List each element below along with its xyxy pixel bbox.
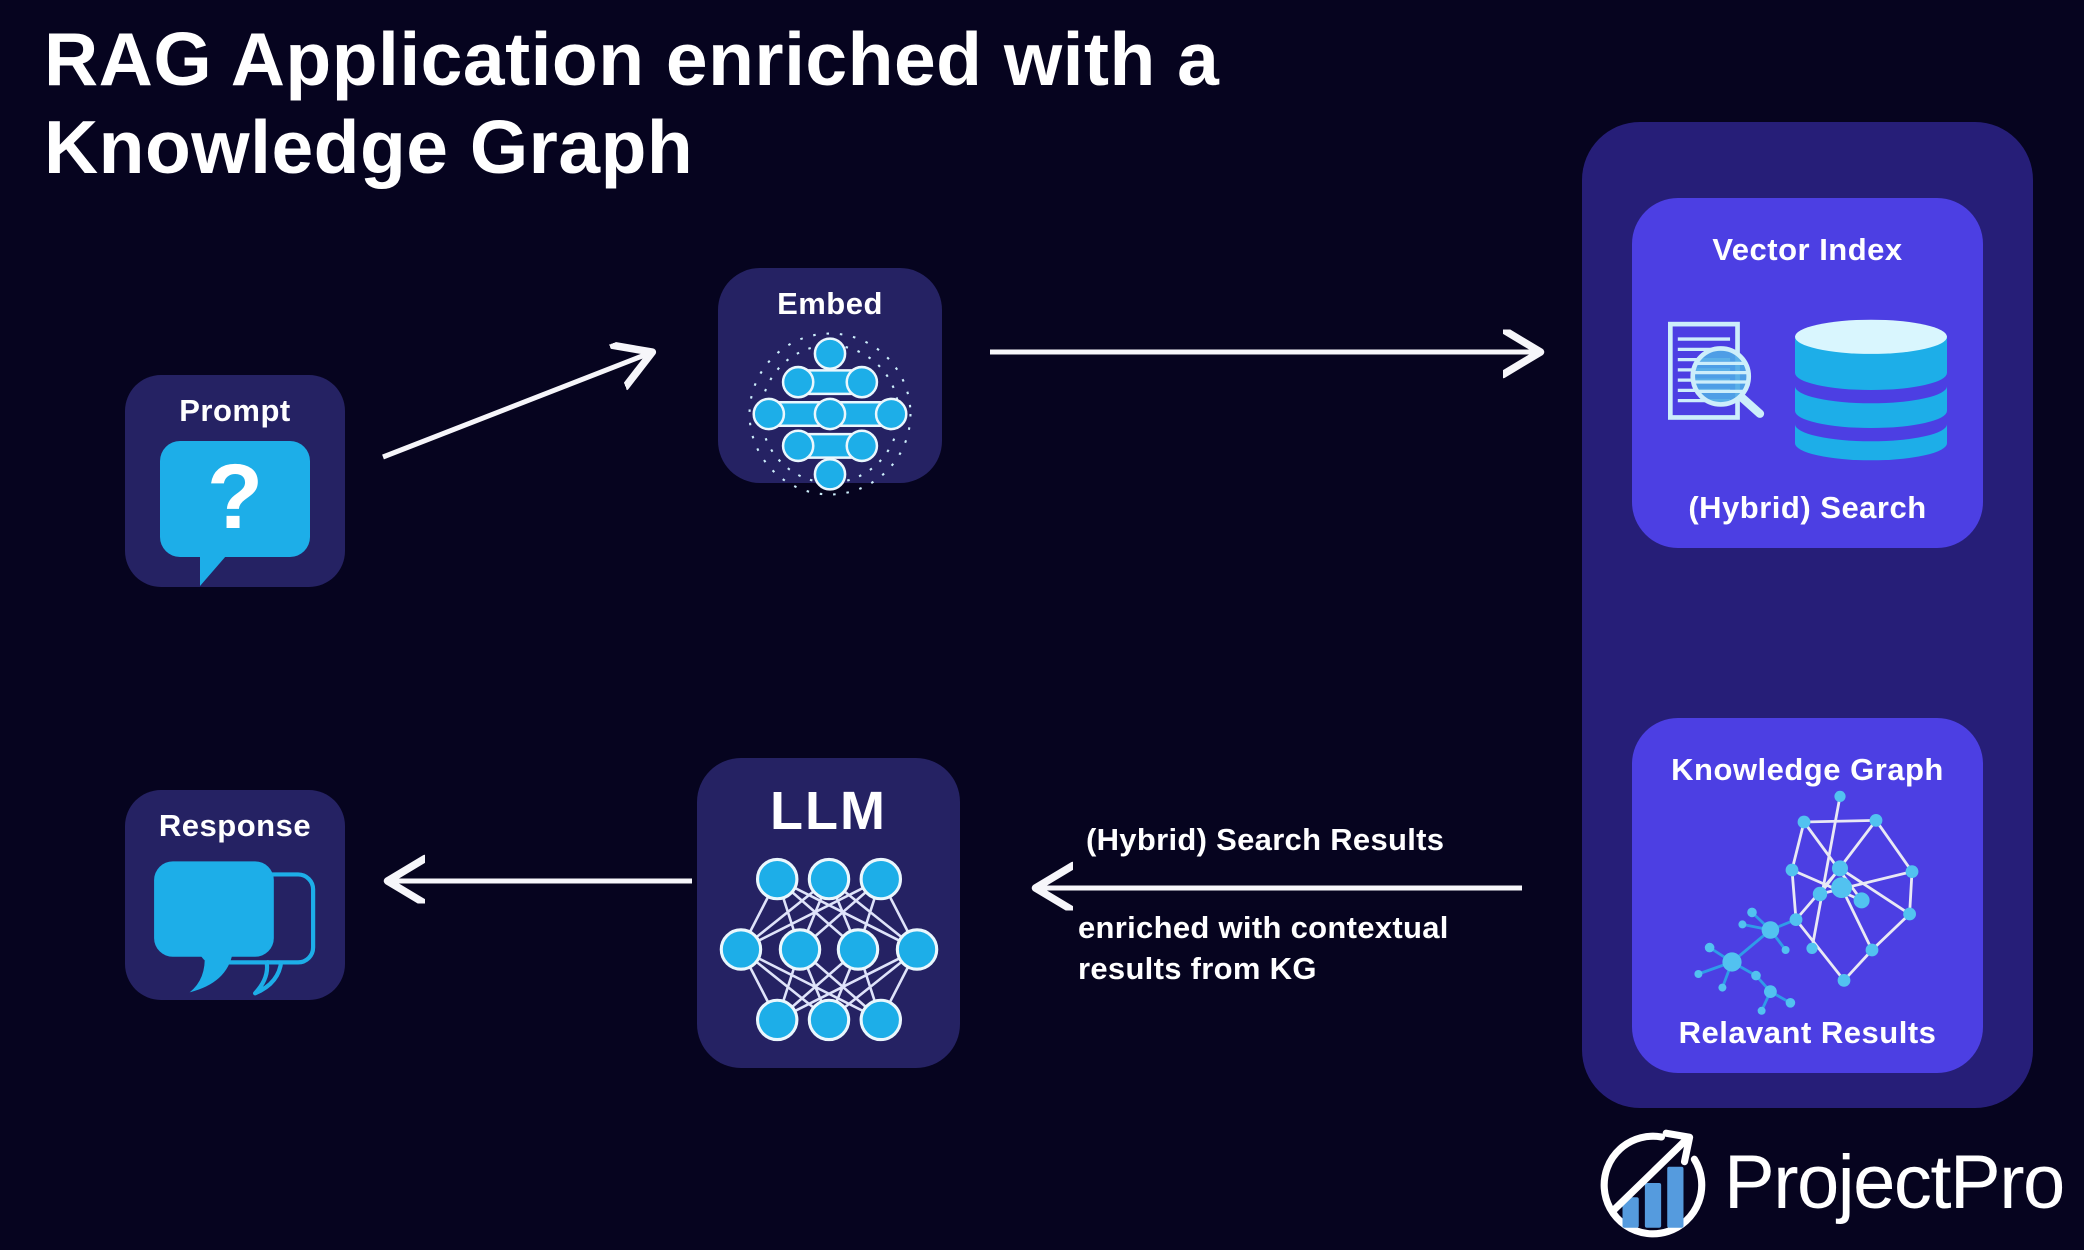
prompt-label: Prompt bbox=[179, 393, 291, 428]
enriched-results-label: enriched with contextual results from KG bbox=[1078, 908, 1449, 990]
vector-index-title: Vector Index bbox=[1712, 232, 1903, 267]
embedding-network-icon bbox=[748, 332, 912, 496]
neural-network-icon bbox=[719, 857, 938, 1042]
llm-label: LLM bbox=[770, 781, 887, 841]
question-mark: ? bbox=[206, 446, 264, 548]
vector-index-box: Vector Index bbox=[1632, 198, 1983, 548]
title-line-2: Knowledge Graph bbox=[44, 104, 694, 189]
response-label: Response bbox=[158, 808, 312, 843]
graph-network-icon bbox=[1694, 790, 1919, 1015]
knowledge-graph-title: Knowledge Graph bbox=[1671, 752, 1944, 787]
database-icon bbox=[1794, 319, 1947, 461]
hybrid-search-label: (Hybrid) Search bbox=[1688, 490, 1927, 525]
llm-node: LLM bbox=[697, 758, 960, 1068]
chat-bubbles-icon bbox=[154, 861, 316, 996]
relevant-results-label: Relavant Results bbox=[1678, 1015, 1937, 1050]
document-search-icon bbox=[1667, 321, 1764, 420]
speech-bubble-tail bbox=[200, 555, 226, 586]
response-node: Response bbox=[125, 790, 345, 1000]
projectpro-logo-mark bbox=[1600, 1129, 1706, 1238]
enriched-line-2: results from KG bbox=[1078, 950, 1317, 986]
embed-label: Embed bbox=[777, 286, 883, 321]
hybrid-search-results-label: (Hybrid) Search Results bbox=[1086, 822, 1445, 857]
enriched-line-1: enriched with contextual bbox=[1078, 910, 1449, 945]
title-line-1: RAG Application enriched with a bbox=[44, 17, 1220, 101]
projectpro-logo-text: ProjectPro bbox=[1724, 1139, 2065, 1225]
arrow-prompt-to-embed bbox=[382, 353, 650, 460]
retrieval-pipeline-panel: Vector Index bbox=[1582, 122, 2033, 1108]
question-speech-bubble-icon: ? bbox=[160, 441, 310, 586]
knowledge-graph-box: Knowledge Graph bbox=[1632, 718, 1983, 1073]
projectpro-logo: ProjectPro bbox=[1592, 1120, 2065, 1244]
prompt-node: Prompt ? bbox=[125, 375, 345, 587]
embed-node: Embed bbox=[718, 268, 942, 496]
